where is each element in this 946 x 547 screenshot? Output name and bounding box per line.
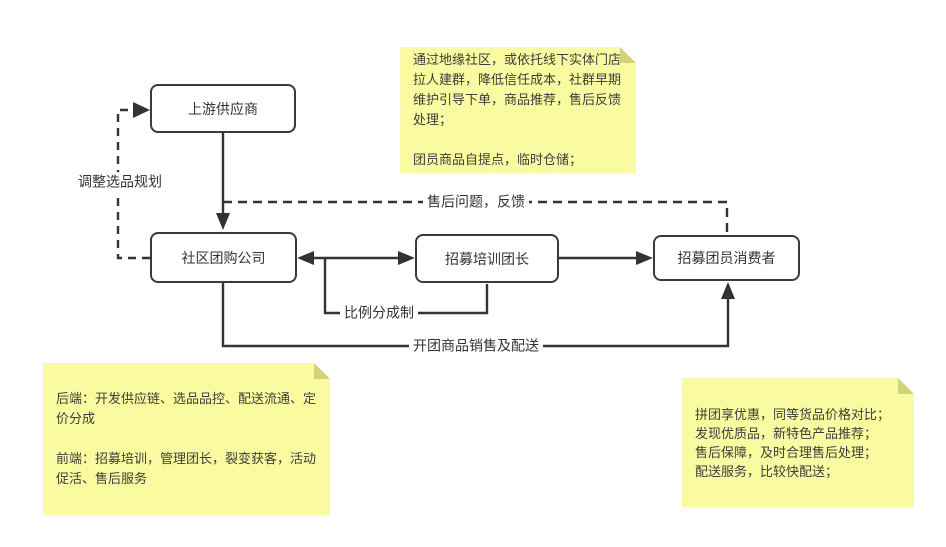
sticky-note-consumer-value: 拼团享优惠，同等货品价格对比； 发现优质品，新特色产品推荐； 售后保障，及时合理… [682,378,914,507]
node-upstream-supplier: 上游供应商 [150,84,296,133]
node-label: 上游供应商 [188,100,258,117]
note-paragraph: 团员商品自提点，临时仓储； [413,152,583,167]
note-line: 拼团享优惠，同等货品价格对比； [695,406,891,422]
sticky-note-community-operation: 通过地缘社区，或依托线下实体门店拉人建群，降低信任成本，社群早期维护引导下单，商… [400,47,636,173]
sticky-note-backend-frontend: 后端：开发供应链、选品品控、配送流通、定价分成 前端：招募培训，管理团长，裂变获… [43,363,330,515]
node-community-groupbuy-company: 社区团购公司 [150,232,297,283]
note-paragraph: 前端：招募培训，管理团长，裂变获客，活动促活、售后服务 [56,451,317,486]
arrowhead-left-into-company [297,251,314,265]
edge-label-ratio-share: 比例分成制 [340,303,418,323]
note-line: 配送服务，比较快配送； [695,463,839,479]
note-line: 发现优质品，新特色产品推荐； [695,425,878,441]
note-paragraph: 后端：开发供应链、选品品控、配送流通、定价分成 [56,391,317,426]
edge-label-open-group-sales: 开团商品销售及配送 [409,336,543,356]
arrowhead-right-into-consumer [636,251,653,265]
folded-corner-icon [314,363,330,379]
node-label: 招募团员消费者 [677,250,776,266]
edge-label-adjust-plan: 调整选品规划 [74,172,166,192]
edge-aftersale-feedback-dashed [223,200,729,234]
folded-corner-icon [620,47,636,63]
node-recruit-train-leader: 招募培训团长 [415,234,559,283]
node-label: 招募培训团长 [445,250,529,267]
arrowhead-right-into-leader [398,251,415,265]
arrowhead-down-into-company [216,213,230,230]
node-label: 社区团购公司 [181,249,266,266]
note-paragraph: 通过地缘社区，或依托线下实体门店拉人建群，降低信任成本，社群早期维护引导下单，商… [413,52,622,127]
arrowhead-up-into-consumer [721,282,735,299]
edge-label-aftersale-feedback: 售后问题，反馈 [423,192,529,212]
node-recruit-member-consumer: 招募团员消费者 [653,235,800,281]
folded-corner-icon [898,378,914,394]
arrowhead-right-into-supplier [133,102,150,118]
note-line: 售后保障，及时合理售后处理； [695,444,878,460]
